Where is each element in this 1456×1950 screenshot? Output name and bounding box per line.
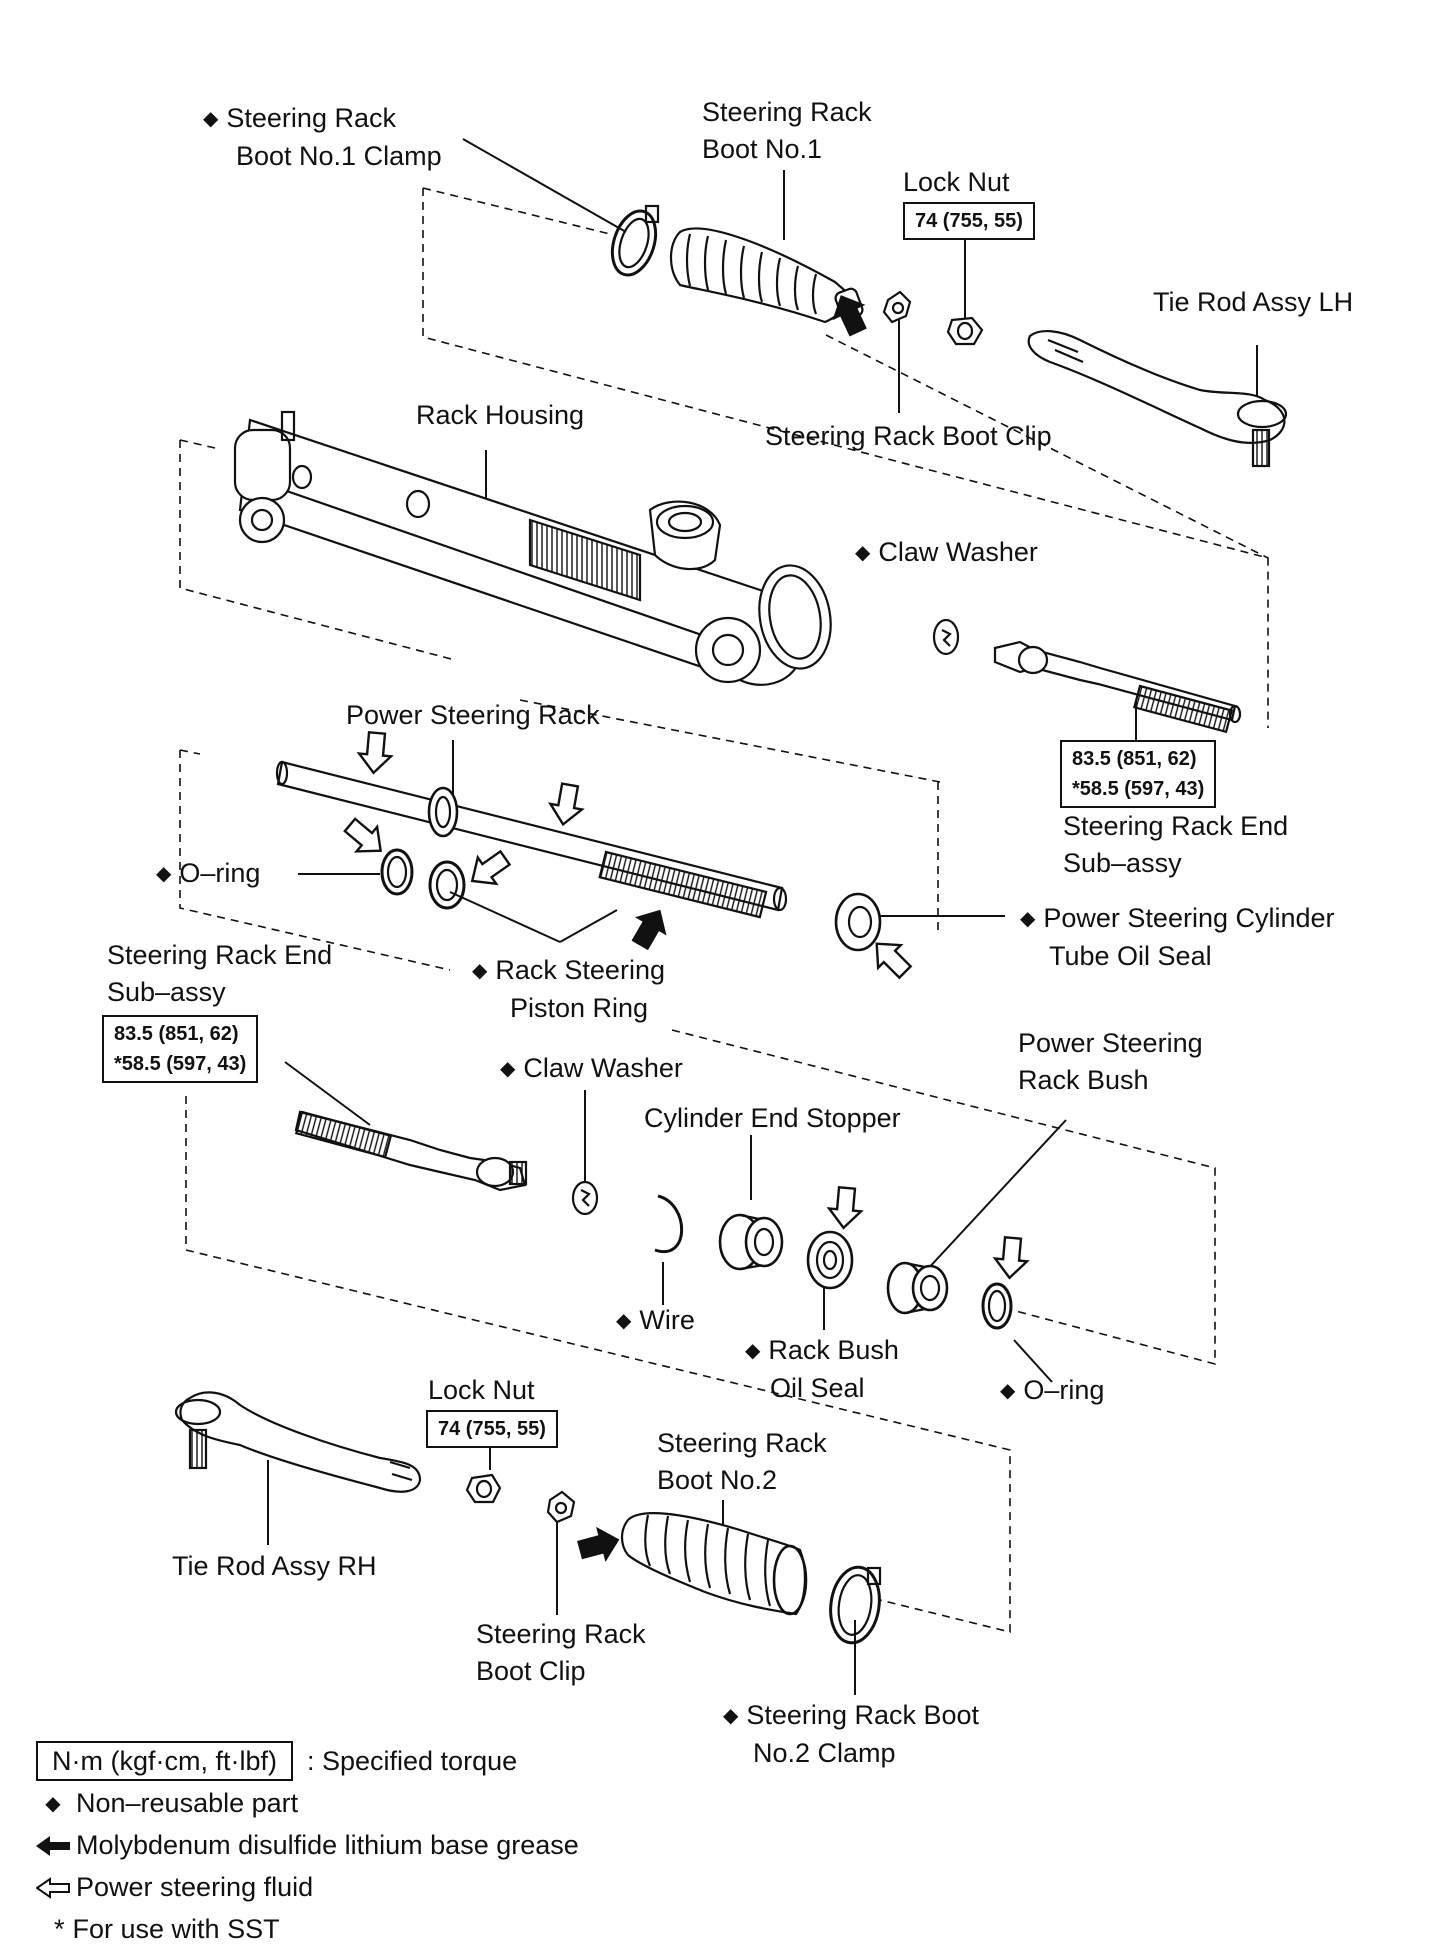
non-reusable-mark: ◆ bbox=[500, 1058, 516, 1080]
label-boot-clip-top: Steering Rack Boot Clip bbox=[765, 421, 1052, 451]
label-boot-no1-clamp: ◆Steering Rack Boot No.1 Clamp bbox=[203, 103, 442, 171]
label-rack-bush-oil-seal: ◆Rack Bush Oil Seal bbox=[745, 1335, 899, 1403]
non-reusable-mark: ◆ bbox=[745, 1340, 761, 1362]
legend-specified-torque: : Specified torque bbox=[306, 1745, 518, 1776]
label-claw-washer-mid: ◆Claw Washer bbox=[500, 1053, 683, 1083]
tie-rod-rh-part bbox=[174, 1391, 422, 1493]
label-lock-nut-top: Lock Nut bbox=[903, 167, 1010, 197]
assembly-plane-lines bbox=[179, 187, 1269, 1634]
piston-ring-part bbox=[428, 860, 466, 910]
boot-no1-part bbox=[669, 227, 864, 324]
claw-washer-mid-part bbox=[571, 1180, 599, 1216]
label-cylinder-tube-oil-seal: ◆Power Steering Cylinder Tube Oil Seal bbox=[1020, 903, 1335, 971]
torque-box-lock-nut-bottom: 74 (755, 55) bbox=[426, 1410, 558, 1448]
non-reusable-mark: ◆ bbox=[203, 108, 219, 130]
grease-arrow-rack bbox=[631, 909, 667, 951]
legend-unit-box: N·m (kgf·cm, ft·lbf) bbox=[36, 1741, 293, 1781]
rack-bush-part bbox=[886, 1261, 949, 1315]
torque-box-lock-nut-top: 74 (755, 55) bbox=[903, 202, 1035, 240]
non-reusable-mark: ◆ bbox=[723, 1705, 739, 1727]
tie-rod-lh-part bbox=[1027, 330, 1288, 468]
label-claw-washer-top: ◆Claw Washer bbox=[855, 537, 1038, 567]
legend-torque-row: N·m (kgf·cm, ft·lbf) : Specified torque bbox=[36, 1740, 579, 1782]
boot-no2-clamp-part bbox=[829, 1565, 882, 1645]
boot-no2-part bbox=[620, 1512, 808, 1616]
claw-washer-top-part bbox=[932, 618, 960, 656]
fluid-arrow-1 bbox=[356, 731, 394, 775]
boot-no1-clamp-part bbox=[610, 204, 660, 277]
fluid-arrow-2 bbox=[547, 782, 585, 827]
label-boot-no2: Steering Rack Boot No.2 bbox=[657, 1428, 827, 1495]
non-reusable-mark: ◆ bbox=[45, 1792, 61, 1815]
fluid-arrow-7 bbox=[992, 1236, 1030, 1280]
boot-clip-bottom-part bbox=[546, 1490, 576, 1524]
label-tie-rod-lh: Tie Rod Assy LH bbox=[1153, 287, 1354, 317]
fluid-arrows bbox=[343, 731, 1030, 1280]
legend: N·m (kgf·cm, ft·lbf) : Specified torque … bbox=[35, 1740, 579, 1950]
non-reusable-mark: ◆ bbox=[1020, 908, 1036, 930]
rack-end-right-part bbox=[993, 640, 1242, 734]
label-boot-clip-bottom: Steering Rack Boot Clip bbox=[476, 1619, 646, 1686]
label-rack-housing: Rack Housing bbox=[416, 400, 585, 430]
label-piston-ring: ◆Rack Steering Piston Ring bbox=[472, 955, 665, 1023]
label-wire: ◆Wire bbox=[616, 1305, 695, 1335]
lock-nut-bottom-part bbox=[465, 1473, 502, 1504]
label-lock-nut-bottom: Lock Nut bbox=[428, 1375, 535, 1405]
rack-end-left-part bbox=[294, 1110, 528, 1192]
fluid-arrow-5 bbox=[875, 942, 913, 980]
non-reusable-mark: ◆ bbox=[616, 1310, 632, 1332]
legend-grease-row: Molybdenum disulfide lithium base grease bbox=[36, 1824, 579, 1866]
grease-arrow-boot1 bbox=[832, 295, 867, 337]
legend-non-reusable-row: ◆ Non–reusable part bbox=[36, 1782, 579, 1824]
label-boot-no2-clamp: ◆Steering Rack Boot No.2 Clamp bbox=[723, 1700, 980, 1768]
non-reusable-mark: ◆ bbox=[1000, 1380, 1016, 1402]
label-cylinder-end-stopper: Cylinder End Stopper bbox=[644, 1103, 901, 1133]
label-power-steering-rack: Power Steering Rack bbox=[346, 700, 600, 730]
legend-sst-text: For use with SST bbox=[72, 1913, 280, 1944]
label-rack-bush: Power Steering Rack Bush bbox=[1018, 1028, 1203, 1095]
cylinder-tube-oil-seal-part bbox=[834, 892, 882, 952]
grease-arrows bbox=[577, 295, 867, 1562]
fluid-arrow-icon bbox=[35, 1872, 70, 1903]
non-reusable-mark: ◆ bbox=[855, 542, 871, 564]
legend-sst-mark: * bbox=[54, 1913, 65, 1944]
legend-non-reusable-text: Non–reusable part bbox=[76, 1787, 299, 1818]
torque-box-rack-end-left: 83.5 (851, 62) *58.5 (597, 43) bbox=[102, 1015, 259, 1083]
legend-sst-row: * For use with SST bbox=[36, 1908, 579, 1950]
fluid-arrow-3 bbox=[343, 817, 383, 853]
rack-housing-part bbox=[233, 410, 832, 686]
legend-grease-text: Molybdenum disulfide lithium base grease bbox=[76, 1829, 579, 1860]
rack-bush-oil-seal-part bbox=[806, 1230, 854, 1290]
label-tie-rod-rh: Tie Rod Assy RH bbox=[172, 1551, 377, 1581]
non-reusable-mark: ◆ bbox=[472, 960, 488, 982]
legend-fluid-text: Power steering fluid bbox=[76, 1871, 314, 1902]
grease-arrow-icon bbox=[36, 1830, 70, 1861]
wire-part bbox=[654, 1194, 684, 1254]
power-steering-rack-part bbox=[275, 760, 788, 919]
label-rack-end-right: Steering Rack End Sub–assy bbox=[1063, 811, 1289, 878]
o-ring-right-part bbox=[981, 1282, 1013, 1330]
torque-box-rack-end-right: 83.5 (851, 62) *58.5 (597, 43) bbox=[1060, 740, 1217, 808]
non-reusable-mark: ◆ bbox=[156, 863, 172, 885]
label-boot-no1: Steering Rack Boot No.1 bbox=[702, 97, 872, 164]
cylinder-end-stopper-part bbox=[718, 1213, 784, 1271]
boot-clip-top-part bbox=[882, 290, 912, 324]
fluid-arrow-6 bbox=[826, 1186, 864, 1230]
o-ring-left-part bbox=[380, 848, 414, 896]
leader-lines bbox=[267, 138, 1258, 1695]
lock-nut-top-part bbox=[946, 316, 984, 346]
label-o-ring-right: ◆O–ring bbox=[1000, 1375, 1105, 1405]
grease-arrow-boot2 bbox=[577, 1526, 620, 1562]
label-o-ring-left: ◆O–ring bbox=[156, 858, 261, 888]
label-rack-end-left: Steering Rack End Sub–assy bbox=[107, 940, 333, 1007]
fluid-arrow-4 bbox=[470, 849, 512, 886]
legend-fluid-row: Power steering fluid bbox=[35, 1866, 579, 1908]
